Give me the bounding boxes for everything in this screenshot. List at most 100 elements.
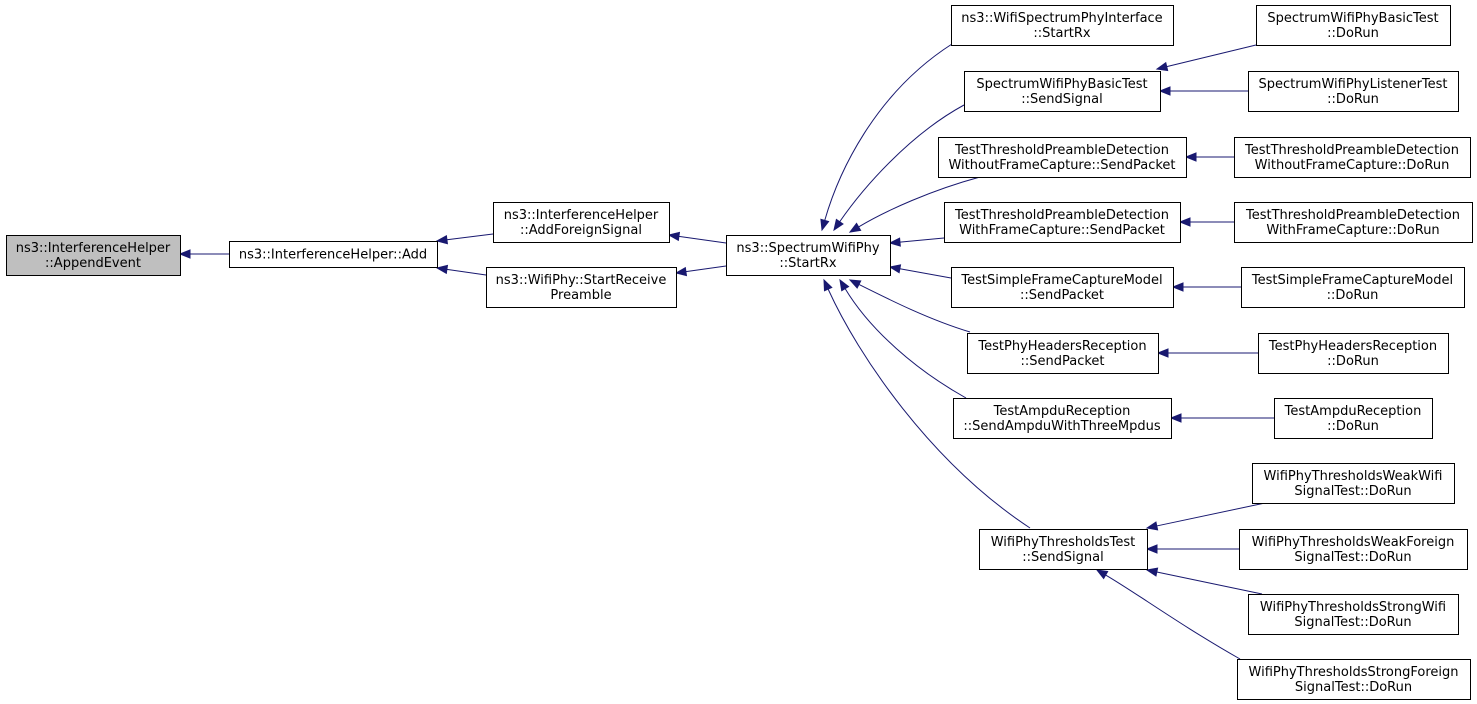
arrowhead bbox=[1158, 86, 1171, 96]
node-ttpd_wo_send[interactable]: TestThresholdPreambleDetectionWithoutFra… bbox=[938, 137, 1187, 178]
node-label-line: WithoutFrameCapture::SendPacket bbox=[948, 158, 1175, 173]
node-label-line: WifiPhyThresholdsWeakForeign bbox=[1252, 535, 1455, 550]
node-wptwwst_dorun[interactable]: WifiPhyThresholdsWeakWifiSignalTest::DoR… bbox=[1252, 463, 1455, 504]
edge-swpbt_send_signal-to-swp_start_rx bbox=[833, 104, 965, 232]
node-tsfcm_send[interactable]: TestSimpleFrameCaptureModel::SendPacket bbox=[951, 267, 1174, 308]
edge-swp_start_rx-to-wp_start_receive_preamble bbox=[674, 265, 727, 277]
node-tar_dorun[interactable]: TestAmpduReception::DoRun bbox=[1274, 398, 1433, 439]
arrowhead bbox=[848, 222, 862, 233]
node-wptwfst_dorun[interactable]: WifiPhyThresholdsWeakForeignSignalTest::… bbox=[1239, 529, 1468, 570]
node-box[interactable] bbox=[964, 71, 1161, 112]
node-label-line: SignalTest::DoRun bbox=[1294, 484, 1411, 499]
node-box[interactable] bbox=[1248, 594, 1459, 635]
node-wptsfst_dorun[interactable]: WifiPhyThresholdsStrongForeignSignalTest… bbox=[1237, 659, 1471, 700]
node-box[interactable] bbox=[1234, 137, 1471, 178]
node-box[interactable] bbox=[951, 267, 1174, 308]
arrowhead bbox=[888, 237, 901, 247]
edge-wptwfst_dorun-to-wptt_send bbox=[1145, 544, 1239, 554]
node-label-line: ::SendAmpduWithThreeMpdus bbox=[963, 419, 1161, 434]
node-ih_add_foreign[interactable]: ns3::InterferenceHelper::AddForeignSigna… bbox=[493, 202, 670, 243]
node-label-line: SpectrumWifiPhyListenerTest bbox=[1258, 77, 1447, 92]
node-label-line: ::StartRx bbox=[779, 256, 837, 271]
edge-line bbox=[858, 284, 971, 333]
node-box[interactable] bbox=[967, 333, 1159, 374]
node-label-line: ::DoRun bbox=[1327, 26, 1379, 41]
nodes-layer: ns3::InterferenceHelper::AppendEventns3:… bbox=[6, 5, 1473, 700]
node-box[interactable] bbox=[953, 398, 1172, 439]
node-box[interactable] bbox=[1258, 333, 1449, 374]
node-swpbt_send_signal[interactable]: SpectrumWifiPhyBasicTest::SendSignal bbox=[964, 71, 1161, 112]
node-box[interactable] bbox=[1239, 529, 1468, 570]
node-append_event[interactable]: ns3::InterferenceHelper::AppendEvent bbox=[6, 235, 181, 276]
node-box[interactable] bbox=[1241, 267, 1465, 308]
node-label-line: Preamble bbox=[550, 288, 611, 303]
node-box[interactable] bbox=[6, 235, 181, 276]
node-label-line: WifiPhyThresholdsTest bbox=[991, 535, 1136, 550]
edge-line bbox=[824, 43, 953, 221]
node-box[interactable] bbox=[1256, 5, 1451, 46]
node-swp_start_rx[interactable]: ns3::SpectrumWifiPhy::StartRx bbox=[726, 235, 891, 276]
node-label-line: SignalTest::DoRun bbox=[1294, 615, 1411, 630]
node-label-line: ::SendPacket bbox=[1020, 354, 1104, 369]
node-box[interactable] bbox=[979, 529, 1148, 570]
edge-line bbox=[899, 237, 945, 243]
node-box[interactable] bbox=[1237, 659, 1471, 700]
node-wptt_send[interactable]: WifiPhyThresholdsTest::SendSignal bbox=[979, 529, 1148, 570]
node-label-line: WithoutFrameCapture::DoRun bbox=[1255, 158, 1450, 173]
node-tphr_dorun[interactable]: TestPhyHeadersReception::DoRun bbox=[1258, 333, 1449, 374]
arrowhead bbox=[848, 279, 862, 289]
node-label-line: SignalTest::DoRun bbox=[1295, 680, 1412, 695]
node-label-line: TestSimpleFrameCaptureModel bbox=[1251, 273, 1453, 288]
node-label-line: TestThresholdPreambleDetection bbox=[954, 208, 1169, 223]
node-ih_add[interactable]: ns3::InterferenceHelper::Add bbox=[229, 241, 438, 268]
node-tsfcm_dorun[interactable]: TestSimpleFrameCaptureModel::DoRun bbox=[1241, 267, 1465, 308]
arrowhead bbox=[1178, 217, 1191, 227]
node-label-line: TestThresholdPreambleDetection bbox=[1245, 208, 1460, 223]
node-tphr_send[interactable]: TestPhyHeadersReception::SendPacket bbox=[967, 333, 1159, 374]
arrowhead bbox=[178, 249, 191, 259]
node-label-line: WithFrameCapture::DoRun bbox=[1266, 223, 1439, 238]
node-ttpd_w_send[interactable]: TestThresholdPreambleDetectionWithFrameC… bbox=[944, 202, 1181, 243]
node-box[interactable] bbox=[486, 267, 677, 308]
node-box[interactable] bbox=[951, 5, 1174, 46]
node-swplt_dorun[interactable]: SpectrumWifiPhyListenerTest::DoRun bbox=[1248, 71, 1459, 112]
node-box[interactable] bbox=[1248, 71, 1459, 112]
arrowhead bbox=[820, 218, 830, 232]
node-label-line: SpectrumWifiPhyBasicTest bbox=[1267, 11, 1438, 26]
node-ttpd_wo_dorun[interactable]: TestThresholdPreambleDetectionWithoutFra… bbox=[1234, 137, 1471, 178]
node-box[interactable] bbox=[1252, 463, 1455, 504]
node-box[interactable] bbox=[944, 202, 1181, 243]
node-box[interactable] bbox=[493, 202, 670, 243]
node-box[interactable] bbox=[938, 137, 1187, 178]
edge-line bbox=[827, 288, 1031, 529]
node-wspi_start_rx[interactable]: ns3::WifiSpectrumPhyInterface::StartRx bbox=[951, 5, 1174, 46]
edge-line bbox=[678, 235, 727, 244]
node-label-line: TestThresholdPreambleDetection bbox=[954, 143, 1169, 158]
arrowhead bbox=[1156, 348, 1169, 358]
node-box[interactable] bbox=[1234, 202, 1473, 243]
node-wptswst_dorun[interactable]: WifiPhyThresholdsStrongWifiSignalTest::D… bbox=[1248, 594, 1459, 635]
arrowhead bbox=[823, 278, 833, 292]
node-label-line: WithFrameCapture::SendPacket bbox=[959, 223, 1165, 238]
node-box[interactable] bbox=[229, 241, 438, 268]
edge-line bbox=[685, 265, 727, 273]
edge-wptt_send-to-swp_start_rx bbox=[823, 278, 1031, 529]
node-ttpd_w_dorun[interactable]: TestThresholdPreambleDetectionWithFrameC… bbox=[1234, 202, 1473, 243]
edge-swpbt_dorun-to-swpbt_send_signal bbox=[1155, 44, 1257, 72]
edge-wspi_start_rx-to-swp_start_rx bbox=[820, 43, 953, 232]
edge-swp_start_rx-to-ih_add_foreign bbox=[667, 231, 727, 244]
arrowhead bbox=[1145, 567, 1159, 577]
node-label-line: WifiPhyThresholdsStrongWifi bbox=[1260, 600, 1446, 615]
edge-tphr_send-to-swp_start_rx bbox=[848, 279, 971, 333]
node-box[interactable] bbox=[726, 235, 891, 276]
edge-tar_send-to-swp_start_rx bbox=[839, 278, 967, 399]
node-tar_send[interactable]: TestAmpduReception::SendAmpduWithThreeMp… bbox=[953, 398, 1172, 439]
edge-line bbox=[1166, 44, 1257, 68]
node-swpbt_dorun[interactable]: SpectrumWifiPhyBasicTest::DoRun bbox=[1256, 5, 1451, 46]
node-label-line: ns3::InterferenceHelper::Add bbox=[239, 248, 427, 263]
arrowhead bbox=[1184, 152, 1197, 162]
node-label-line: TestPhyHeadersReception bbox=[977, 339, 1146, 354]
edge-tsfcm_dorun-to-tsfcm_send bbox=[1171, 282, 1241, 292]
node-box[interactable] bbox=[1274, 398, 1433, 439]
